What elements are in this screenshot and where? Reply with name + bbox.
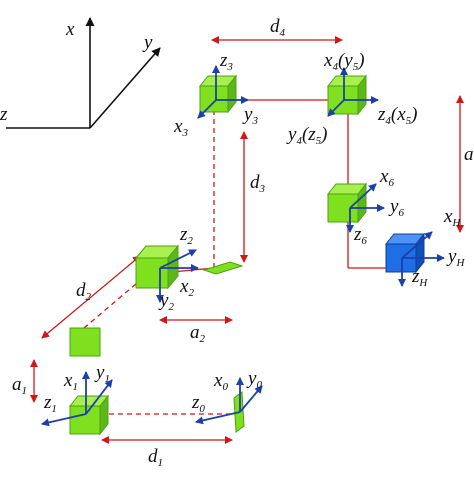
dim-d3-label: d3 [250,172,266,195]
f1-z-axis [41,413,87,427]
f6-z-label: z6 [353,224,367,247]
joints [68,74,426,436]
dimensions [30,36,464,444]
f3-x-axis [197,99,217,119]
f0-x-label: x0 [213,370,228,393]
fH-y-label: yH [446,246,465,269]
frame-axes [41,65,445,427]
joint2-cube [134,244,180,290]
joint2-slide-block [69,327,101,357]
f3-z-label: z3 [219,50,233,73]
f1-z-label: z1 [43,392,57,415]
joint4-cube [326,74,368,116]
f0-z-axis [195,411,241,425]
world-y-axis [89,47,161,129]
world-z-label: z [0,104,8,125]
fH-x-axis [401,231,433,259]
fH-x-label: xH [443,206,461,229]
dim-d4-label: d4 [270,16,286,39]
f0-z-label: z0 [191,392,205,415]
f0-y-label: y0 [246,368,262,391]
f1-y-axis [85,379,113,415]
f2-x-label: x2 [179,276,194,299]
world-frame: x y z [0,17,161,129]
f6-x-axis [349,183,377,209]
dim-d2-arrow [41,255,141,339]
f1-x-label: x1 [63,370,78,393]
f0-y-axis [239,385,263,413]
dim-a1-label: a1 [12,374,27,397]
dim-d5-label: a [464,144,474,165]
world-x-label: x [65,19,75,40]
frame-labels: x1 y1 z1 x0 y0 z0 z2 x2 y2 z3 y3 x3 x4(y… [43,50,465,415]
fH-z-label: zH [411,266,428,289]
joint1-cube [68,394,110,436]
f4-x-label: x4(y5) [323,50,365,73]
f6-y-label: y6 [388,196,404,219]
links [83,99,392,415]
f2-z-label: z2 [179,224,193,247]
f4-y-axis [327,99,345,117]
dimension-labels: d1 d2 d3 d4 a a1 a2 [12,16,474,469]
f2-z-axis [159,249,197,269]
f3-y-label: y3 [242,104,258,127]
f4-z-label: z4(x5) [377,104,418,127]
world-y-label: y [142,32,153,53]
dim-d1-label: d1 [148,446,163,469]
dim-a2-label: a2 [190,322,206,345]
joint3-cube [198,74,238,114]
f3-x-label: x3 [173,116,188,139]
f4-y-label: y4(z5) [286,124,328,147]
dim-d2-label: d2 [76,280,92,303]
joint2-plate [202,261,244,275]
f1-y-label: y1 [94,362,110,385]
joint6-cube [326,182,368,224]
f2-y-label: y2 [158,290,174,313]
f6-x-label: x6 [379,166,394,189]
